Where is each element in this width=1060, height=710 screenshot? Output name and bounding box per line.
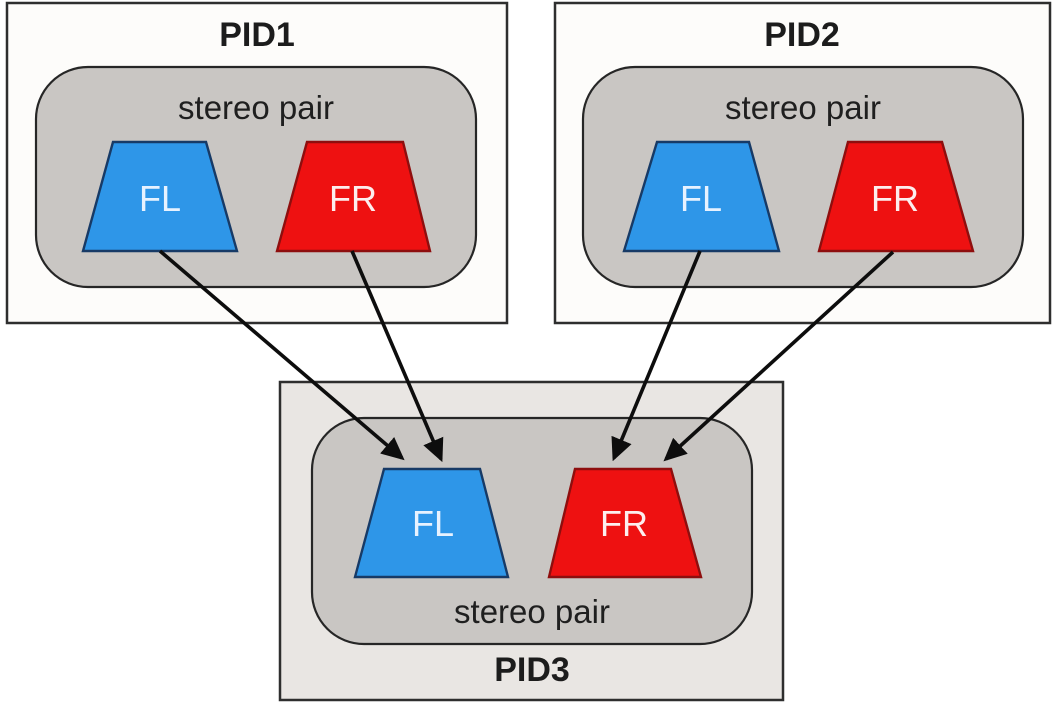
pid2-title: PID2 xyxy=(764,16,840,54)
pid1-fl-channel-trapezoid xyxy=(81,140,239,253)
pid1-stereo-pair-label: stereo pair xyxy=(178,89,334,126)
process-pid1: PID1 stereo pair FL FR xyxy=(5,1,509,325)
arrow-pid1-fl-to-pid3-fl xyxy=(158,249,405,461)
pid1-fl-label: FL xyxy=(139,178,181,219)
pid1-fr-channel-trapezoid xyxy=(275,140,432,253)
pid1-fr-label: FR xyxy=(329,178,377,219)
pid2-fl-channel-trapezoid xyxy=(622,140,781,253)
pid3-title: PID3 xyxy=(494,651,570,689)
pid3-fr-label: FR xyxy=(600,503,648,544)
arrow-pid1-fr-to-pid3-fl xyxy=(350,250,444,463)
process-pid3: FL FR stereo pair PID3 xyxy=(278,380,785,702)
arrow-pid2-fl-to-pid3-fr xyxy=(611,250,702,462)
mixdown-arrows xyxy=(158,249,895,463)
pid1-title: PID1 xyxy=(219,16,295,54)
pid3-fl-channel-trapezoid xyxy=(353,467,510,579)
pid3-stereo-pair-label: stereo pair xyxy=(454,593,610,630)
pid2-fr-label: FR xyxy=(871,178,919,219)
arrow-pid2-fr-to-pid3-fr xyxy=(663,250,895,462)
process-pid2: PID2 stereo pair FL FR xyxy=(553,1,1052,325)
pid3-fl-label: FL xyxy=(412,503,454,544)
pid3-fr-channel-trapezoid xyxy=(547,467,703,579)
pid2-stereo-pair-label: stereo pair xyxy=(725,89,881,126)
pid2-fr-channel-trapezoid xyxy=(817,140,975,253)
pid2-fl-label: FL xyxy=(680,178,722,219)
